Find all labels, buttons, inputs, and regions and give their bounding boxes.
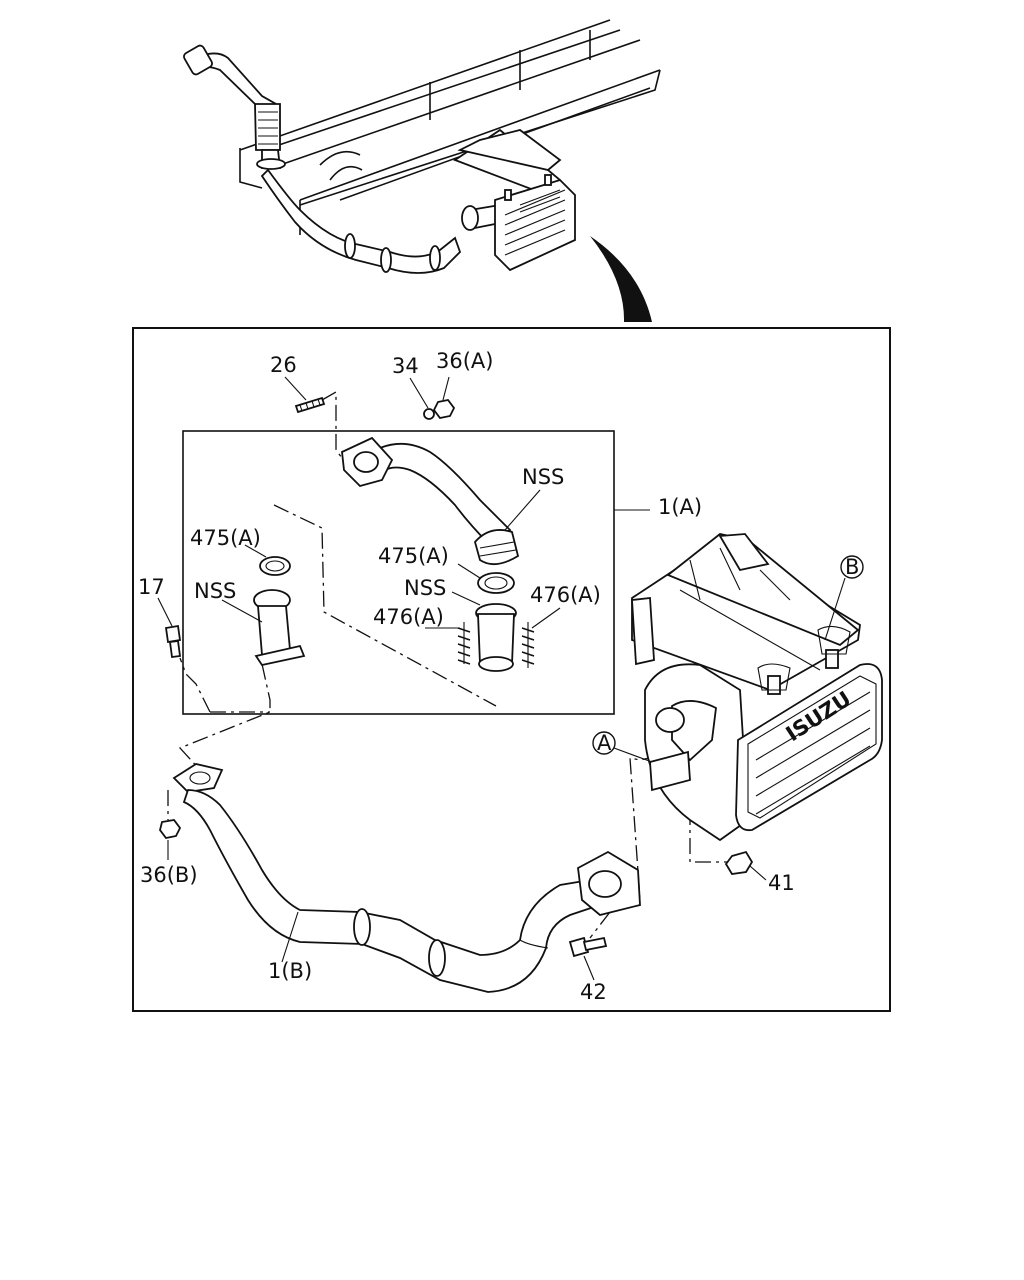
callout-36b: 36(B) [140,863,198,887]
callout-41: 41 [768,871,795,895]
bolt-17 [164,624,182,659]
gasket-475a-left [259,556,291,576]
nut-36b [159,819,182,839]
callout-34: 34 [392,354,419,378]
callout-labels: 26 34 36(A) NSS 1(A) 475(A) 475(A) NSS 4… [138,349,859,1004]
front-pipe-1a [341,436,520,566]
callout-476a-left: 476(A) [373,605,444,629]
callout-17: 17 [138,575,165,599]
spring-476a-right [521,622,535,668]
leader-lines [157,376,846,981]
circle-a [592,731,616,755]
muffler-assembly: ISUZU [631,533,883,842]
front-pipe-1b [172,763,641,993]
callout-nss-top: NSS [522,465,564,489]
washer-34 [423,408,435,420]
spring-476a-left [457,622,471,665]
callout-b: B [845,555,859,579]
callout-a: A [597,731,612,755]
nut-41 [724,850,754,875]
gasket-475a-mid [477,572,515,594]
callout-36a: 36(A) [436,349,493,373]
kit-1a-box [182,430,615,715]
flex-pipe-nss [475,603,517,672]
detail-frame [132,327,891,1012]
bolt-42 [568,936,608,958]
callout-nss-left: NSS [194,579,236,603]
view-arrow [590,236,652,322]
nut-36a [432,399,456,419]
callout-476a-right: 476(A) [530,583,601,607]
callout-475a-left: 475(A) [190,526,261,550]
callout-42: 42 [580,980,607,1004]
stud-26 [294,396,326,414]
callout-1b: 1(B) [268,959,312,983]
pipe-nss-left [253,589,306,667]
callout-475a-mid: 475(A) [378,544,449,568]
callout-nss-mid: NSS [404,576,446,600]
callout-26: 26 [270,353,297,377]
callout-1a: 1(A) [658,495,702,519]
circle-b [840,555,864,579]
overview-illustration [183,19,661,274]
